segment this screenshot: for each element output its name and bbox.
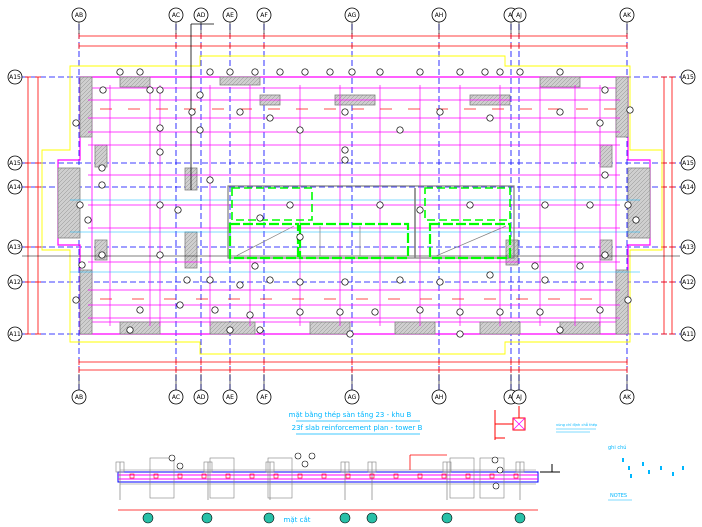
svg-text:AD: AD bbox=[197, 394, 206, 401]
svg-text:A13: A13 bbox=[682, 244, 694, 251]
top-axis-af: AF bbox=[256, 7, 272, 23]
top-axis-ab: AB bbox=[71, 7, 87, 23]
svg-text:AK: AK bbox=[623, 394, 632, 401]
svg-text:AF: AF bbox=[260, 12, 268, 19]
bottom-axis-ak: AK bbox=[619, 389, 635, 405]
bottom-axis-aj: AJ bbox=[511, 389, 527, 405]
bottom-axis-ac: AC bbox=[168, 389, 184, 405]
svg-text:AC: AC bbox=[172, 394, 180, 401]
bottom-axis-af: AF bbox=[256, 389, 272, 405]
svg-text:AJ: AJ bbox=[516, 12, 522, 19]
svg-text:A14: A14 bbox=[682, 184, 694, 191]
svg-text:A15: A15 bbox=[682, 160, 694, 167]
legend-text: vùng chỉ định chỗ thép bbox=[556, 422, 598, 427]
plan-title-vn: mặt bằng thép sàn tầng 23 - khu B bbox=[289, 410, 412, 419]
svg-text:AG: AG bbox=[348, 12, 357, 19]
right-axis-a11-5: A11 bbox=[680, 326, 696, 342]
plan-title-en: 23f slab reinforcement plan - tower B bbox=[292, 424, 423, 432]
svg-text:A15: A15 bbox=[9, 160, 21, 167]
top-axis-ae: AE bbox=[222, 7, 238, 23]
legend-block: vùng chỉ định chỗ thép bbox=[494, 406, 598, 440]
svg-text:AD: AD bbox=[197, 12, 206, 19]
rebar-lines bbox=[22, 23, 680, 326]
svg-text:AE: AE bbox=[226, 394, 234, 401]
left-axis-a13-3: A13 bbox=[7, 239, 23, 255]
left-axis-a15-1: A15 bbox=[7, 155, 23, 171]
svg-text:AI: AI bbox=[508, 394, 514, 401]
notes-label: NOTES bbox=[610, 493, 627, 499]
svg-text:A14: A14 bbox=[9, 184, 21, 191]
svg-text:A12: A12 bbox=[9, 279, 21, 286]
top-axis-ag: AG bbox=[344, 7, 360, 23]
left-axis-a15-0: A15 bbox=[7, 69, 23, 85]
svg-text:AB: AB bbox=[75, 394, 83, 401]
bottom-axis-ab: AB bbox=[71, 389, 87, 405]
stair-elevator-core bbox=[227, 185, 515, 260]
slab-section-detail bbox=[115, 452, 560, 524]
top-axis-ac: AC bbox=[168, 7, 184, 23]
right-axis-a12-4: A12 bbox=[680, 274, 696, 290]
svg-text:AG: AG bbox=[348, 394, 357, 401]
svg-text:A12: A12 bbox=[682, 279, 694, 286]
rebar-markers bbox=[72, 68, 640, 338]
svg-text:A11: A11 bbox=[9, 331, 21, 338]
section-title: mặt cắt bbox=[284, 515, 311, 524]
svg-text:A11: A11 bbox=[682, 331, 694, 338]
bottom-axis-ae: AE bbox=[222, 389, 238, 405]
top-axis-ah: AH bbox=[431, 7, 447, 23]
left-axis-a14-2: A14 bbox=[7, 179, 23, 195]
svg-text:AH: AH bbox=[435, 12, 444, 19]
right-axis-a15-1: A15 bbox=[680, 155, 696, 171]
svg-text:AF: AF bbox=[260, 394, 268, 401]
right-axis-a13-3: A13 bbox=[680, 239, 696, 255]
right-axis-a15-0: A15 bbox=[680, 69, 696, 85]
left-axis-a12-4: A12 bbox=[7, 274, 23, 290]
svg-text:AB: AB bbox=[75, 12, 83, 19]
notes-heading: ghi chú bbox=[608, 444, 626, 451]
top-axis-ak: AK bbox=[619, 7, 635, 23]
bottom-axis-ag: AG bbox=[344, 389, 360, 405]
svg-text:A15: A15 bbox=[682, 74, 694, 81]
left-axis-a11-5: A11 bbox=[7, 326, 23, 342]
bottom-axis-ad: AD bbox=[193, 389, 209, 405]
svg-text:AJ: AJ bbox=[516, 394, 522, 401]
svg-text:A15: A15 bbox=[9, 74, 21, 81]
bottom-axis-ah: AH bbox=[431, 389, 447, 405]
svg-text:A13: A13 bbox=[9, 244, 21, 251]
svg-text:AI: AI bbox=[508, 12, 514, 19]
svg-text:AH: AH bbox=[435, 394, 444, 401]
right-axis-a14-2: A14 bbox=[680, 179, 696, 195]
top-axis-aj: AJ bbox=[511, 7, 527, 23]
svg-text:AE: AE bbox=[226, 12, 234, 19]
top-axis-ad: AD bbox=[193, 7, 209, 23]
svg-text:AK: AK bbox=[623, 12, 632, 19]
notes-marks bbox=[622, 458, 684, 478]
svg-text:AC: AC bbox=[172, 12, 180, 19]
